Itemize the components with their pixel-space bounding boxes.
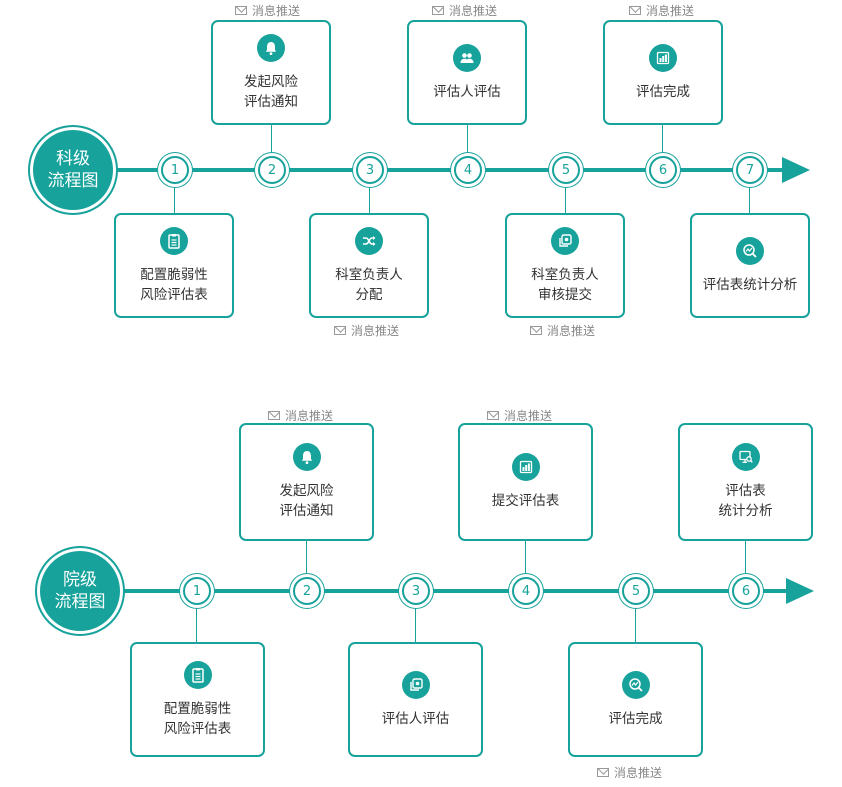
message-push-label: 消息推送 xyxy=(268,407,333,424)
message-push-label: 消息推送 xyxy=(629,2,694,19)
step-label: 发起风险 评估通知 xyxy=(244,73,298,110)
step-node: 5 xyxy=(622,577,650,605)
step-node: 4 xyxy=(454,156,482,184)
mail-icon xyxy=(268,411,280,420)
flow-title-text: 科级 流程图 xyxy=(47,149,99,191)
timeline-arrow xyxy=(782,157,810,183)
step-label: 评估人评估 xyxy=(381,710,450,727)
flow-title: 院级 流程图 xyxy=(40,551,120,631)
step-label: 发起风险 评估通知 xyxy=(279,483,334,519)
mail-icon xyxy=(629,6,641,15)
mail-icon xyxy=(432,6,444,15)
mail-icon xyxy=(597,768,609,777)
gear-frame-icon xyxy=(401,670,430,699)
dept-level-flowchart: 科级 流程图 1 2 3 4 5 6 7 消息推送 消息推送 消息推送 消息推送… xyxy=(0,0,842,345)
connector xyxy=(745,540,746,576)
step-label: 配置脆弱性 风险评估表 xyxy=(140,266,208,303)
connector xyxy=(467,124,468,154)
step-node: 2 xyxy=(293,577,321,605)
connector xyxy=(306,540,307,576)
step-node: 7 xyxy=(736,156,764,184)
connector xyxy=(415,605,416,643)
analytics-icon xyxy=(736,236,764,265)
clipboard-icon xyxy=(160,226,188,255)
step-label: 科室负责人 分配 xyxy=(335,266,403,303)
step-card[interactable]: 科室负责人 审核提交 xyxy=(505,213,625,318)
step-label: 评估完成 xyxy=(608,710,663,727)
hospital-level-flowchart: 院级 流程图 1 2 3 4 5 6 消息推送 消息推送 消息推送 配置脆弱性 … xyxy=(0,400,842,787)
step-card[interactable]: 科室负责人 分配 xyxy=(309,213,429,318)
step-card[interactable]: 评估人评估 xyxy=(407,20,527,125)
bell-icon xyxy=(257,33,285,62)
step-label: 评估表统计分析 xyxy=(702,276,798,293)
flow-title: 科级 流程图 xyxy=(33,130,113,210)
step-card[interactable]: 发起风险 评估通知 xyxy=(211,20,331,125)
step-label: 评估表 统计分析 xyxy=(718,483,773,519)
bar-chart-icon xyxy=(649,43,677,72)
mail-icon xyxy=(487,411,499,420)
step-node: 6 xyxy=(732,577,760,605)
flow-title-text: 院级 流程图 xyxy=(54,570,106,612)
bell-icon xyxy=(292,443,321,471)
step-node: 3 xyxy=(402,577,430,605)
step-card[interactable]: 评估人评估 xyxy=(348,642,483,757)
step-node: 6 xyxy=(649,156,677,184)
connector xyxy=(525,540,526,576)
step-card[interactable]: 评估表 统计分析 xyxy=(678,423,813,541)
timeline-line xyxy=(110,589,790,593)
connector xyxy=(369,184,370,214)
mail-icon xyxy=(235,6,247,15)
message-push-label: 消息推送 xyxy=(597,764,662,781)
step-card[interactable]: 评估完成 xyxy=(603,20,723,125)
step-card[interactable]: 提交评估表 xyxy=(458,423,593,541)
step-card[interactable]: 评估完成 xyxy=(568,642,703,757)
clipboard-icon xyxy=(183,660,212,689)
message-push-label: 消息推送 xyxy=(334,322,399,339)
timeline-line xyxy=(95,168,785,172)
step-card[interactable]: 评估表统计分析 xyxy=(690,213,810,318)
bar-chart-icon xyxy=(511,453,540,481)
mail-icon xyxy=(530,326,542,335)
connector xyxy=(174,184,175,214)
screen-search-icon xyxy=(731,443,760,471)
message-push-label: 消息推送 xyxy=(235,2,300,19)
step-node: 4 xyxy=(512,577,540,605)
step-label: 配置脆弱性 风险评估表 xyxy=(163,700,232,737)
step-label: 提交评估表 xyxy=(491,493,560,509)
step-card[interactable]: 发起风险 评估通知 xyxy=(239,423,374,541)
step-node: 2 xyxy=(258,156,286,184)
analytics-icon xyxy=(621,670,650,699)
message-push-label: 消息推送 xyxy=(530,322,595,339)
connector xyxy=(196,605,197,643)
connector xyxy=(635,605,636,643)
mail-icon xyxy=(334,326,346,335)
connector xyxy=(662,124,663,154)
connector xyxy=(271,124,272,154)
step-card[interactable]: 配置脆弱性 风险评估表 xyxy=(130,642,265,757)
message-push-label: 消息推送 xyxy=(432,2,497,19)
step-node: 1 xyxy=(183,577,211,605)
step-node: 3 xyxy=(356,156,384,184)
connector xyxy=(749,184,750,214)
step-card[interactable]: 配置脆弱性 风险评估表 xyxy=(114,213,234,318)
timeline-arrow xyxy=(786,578,814,604)
step-label: 科室负责人 审核提交 xyxy=(531,266,599,303)
step-label: 评估人评估 xyxy=(433,83,501,100)
message-push-label: 消息推送 xyxy=(487,407,552,424)
step-node: 5 xyxy=(552,156,580,184)
connector xyxy=(565,184,566,214)
shuffle-icon xyxy=(355,226,383,255)
step-label: 评估完成 xyxy=(636,83,690,100)
step-node: 1 xyxy=(161,156,189,184)
users-icon xyxy=(453,43,481,72)
gear-frame-icon xyxy=(551,226,579,255)
